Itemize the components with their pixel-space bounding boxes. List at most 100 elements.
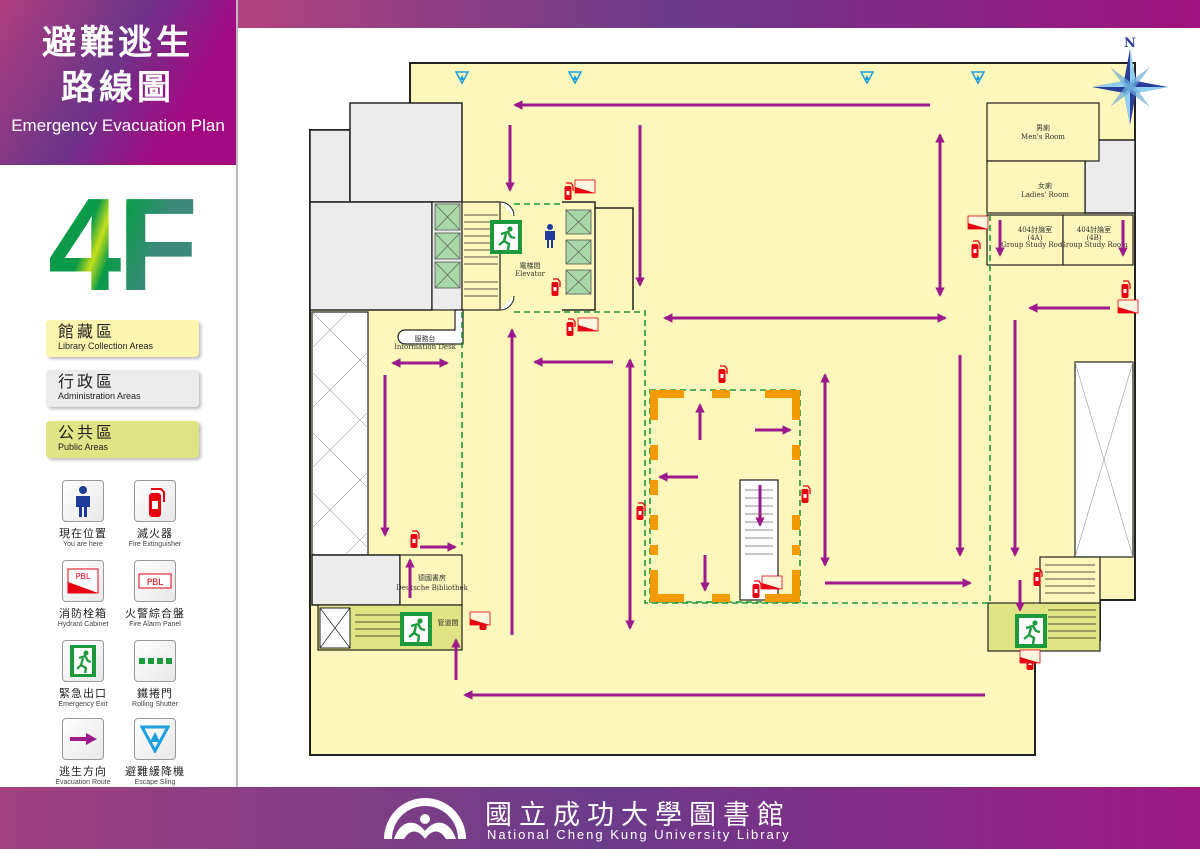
- void-hatch: [312, 312, 368, 555]
- legend-zh: 現在位置: [59, 527, 107, 540]
- admin-block: [311, 554, 401, 606]
- study-room-4a: [986, 214, 1064, 266]
- fire-alarm-panel-icon: PBL: [138, 573, 172, 589]
- legend-en: Emergency Exit: [58, 701, 108, 708]
- admin-block: [309, 129, 351, 203]
- top-banner: [238, 0, 1200, 28]
- legend-zh: 避難緩降機: [125, 765, 185, 778]
- elevator-walls: [562, 201, 634, 311]
- legend-fire-extinguisher: 滅火器 Fire Extinguisher: [110, 480, 200, 548]
- study-a-label-en: Group Study Room: [1001, 241, 1069, 249]
- hydrant-cabinet-icon: [574, 179, 596, 194]
- compass-icon: [1092, 49, 1168, 125]
- zone-library-collection: 館藏區 Library Collection Areas: [46, 320, 199, 357]
- legend-zh: 滅火器: [137, 527, 173, 540]
- title-block: 避難逃生 路線圖 Emergency Evacuation Plan: [0, 0, 236, 165]
- zone-en: Public Areas: [58, 442, 109, 452]
- information-desk: [397, 309, 464, 345]
- void-hatch: [1074, 361, 1134, 558]
- person-icon: [76, 486, 90, 517]
- legend-evacuation-route: 逃生方向 Evacuation Route: [38, 718, 128, 786]
- title-english: Emergency Evacuation Plan: [11, 116, 225, 135]
- legend-en: You are here: [63, 541, 103, 548]
- rolling-shutter-icon: [139, 658, 172, 664]
- evacuation-route-icon: [70, 733, 97, 745]
- zone-zh: 公共區: [58, 423, 116, 442]
- footer-banner: 國立成功大學圖書館 National Cheng Kung University…: [0, 787, 1200, 849]
- legend-en: Fire Extinguisher: [128, 541, 182, 548]
- zone-en: Library Collection Areas: [58, 341, 154, 351]
- legend-en: Rolling Shutter: [132, 701, 178, 708]
- info-desk-label-zh: 服務台: [415, 334, 436, 343]
- zone-zh: 館藏區: [58, 322, 116, 341]
- library-logo: [384, 798, 466, 839]
- admin-block: [349, 102, 463, 203]
- evacuation-routes: [380, 100, 1128, 700]
- study-b-label-en: Group Study Room: [1060, 241, 1128, 249]
- emergency-exit-icon: [70, 645, 96, 677]
- compass-north-label: N: [1124, 36, 1136, 51]
- legend-en: Hydrant Cabinet: [57, 621, 109, 628]
- zone-public: 公共區 Public Areas: [46, 421, 199, 458]
- hydrant-cabinet-icon: [1117, 299, 1139, 314]
- hydrant-cabinet-icon: PBL: [67, 568, 99, 594]
- stair-treads: [1045, 564, 1096, 639]
- title-line2: 路線圖: [61, 68, 175, 108]
- stair-block: [1039, 556, 1101, 604]
- emergency-exit-icon: [488, 218, 524, 256]
- shaft-cross: [319, 607, 351, 649]
- door-swing: [499, 201, 515, 311]
- hydrant-cabinet-icon: [469, 611, 491, 626]
- legend-fire-alarm-panel: PBL 火警綜合盤 Fire Alarm Panel: [110, 560, 200, 628]
- duct-label: 管道間: [438, 618, 459, 627]
- stairwell-north: [461, 201, 501, 311]
- admin-block: [309, 201, 433, 311]
- deutsche-label-en: Deutsche Bibliothek: [396, 584, 468, 592]
- emergency-exit-icon: [398, 610, 434, 648]
- footer-title-zh: 國立成功大學圖書館: [485, 800, 791, 831]
- legend-you-are-here: 現在位置 You are here: [38, 480, 128, 548]
- legend-emergency-exit: 緊急出口 Emergency Exit: [38, 640, 128, 708]
- escape-sling-icon: [140, 725, 170, 753]
- mens-label-en: Men's Room: [1021, 133, 1065, 141]
- legend-en: Evacuation Route: [55, 779, 111, 786]
- stair-treads: [355, 614, 400, 637]
- svg-text:PBL: PBL: [76, 572, 91, 581]
- you-are-here-icon: [545, 224, 555, 248]
- study-a-code: (4A): [1028, 234, 1043, 242]
- zone-zh: 行政區: [58, 372, 116, 391]
- floor-label: 4F: [48, 171, 198, 318]
- hydrant-cabinet-icon: [1019, 649, 1041, 664]
- hydrant-cabinet-icon: [761, 575, 783, 590]
- legend-zh: 逃生方向: [59, 765, 107, 778]
- legend-zh: 火警綜合盤: [125, 607, 185, 620]
- footer-title-en: National Cheng Kung University Library: [487, 827, 791, 842]
- orange-barrier: [650, 390, 800, 602]
- ladies-label-en: Ladies' Room: [1021, 191, 1069, 199]
- info-desk-label-en: Information Desk: [394, 343, 457, 351]
- legend-zh: 緊急出口: [59, 687, 107, 700]
- emergency-exit-icon: [1013, 612, 1049, 650]
- legend-sidebar: 避難逃生 路線圖 Emergency Evacuation Plan 4F 館藏…: [0, 0, 238, 787]
- legend-en: Escape Sling: [134, 779, 176, 786]
- title-line1: 避難逃生: [42, 23, 194, 63]
- legend-zh: 消防栓箱: [59, 607, 107, 620]
- legend-zh: 鐵捲門: [137, 687, 173, 700]
- deutsche-label-zh: 德國書房: [418, 573, 446, 582]
- stair-treads: [464, 214, 498, 297]
- study-b-label-zh: 404討論室: [1077, 225, 1111, 234]
- legend-rolling-shutter: 鐵捲門 Rolling Shutter: [110, 640, 200, 708]
- study-a-label-zh: 404討論室: [1018, 225, 1052, 234]
- ladies-label-zh: 女廁: [1038, 181, 1052, 190]
- elevator-label-en: Elevator: [515, 270, 546, 278]
- legend-escape-sling: 避難緩降機 Escape Sling: [110, 718, 200, 786]
- ladies-room: [986, 160, 1086, 214]
- zone-en: Administration Areas: [58, 391, 141, 401]
- mens-label-zh: 男廁: [1036, 123, 1050, 132]
- legend-hydrant-cabinet: PBL 消防栓箱 Hydrant Cabinet: [38, 560, 128, 628]
- fire-extinguisher-icon: [149, 488, 165, 517]
- hydrant-cabinet-icon: [967, 215, 989, 230]
- study-b-code: (4B): [1086, 234, 1101, 242]
- elevator-crosses: [434, 203, 592, 295]
